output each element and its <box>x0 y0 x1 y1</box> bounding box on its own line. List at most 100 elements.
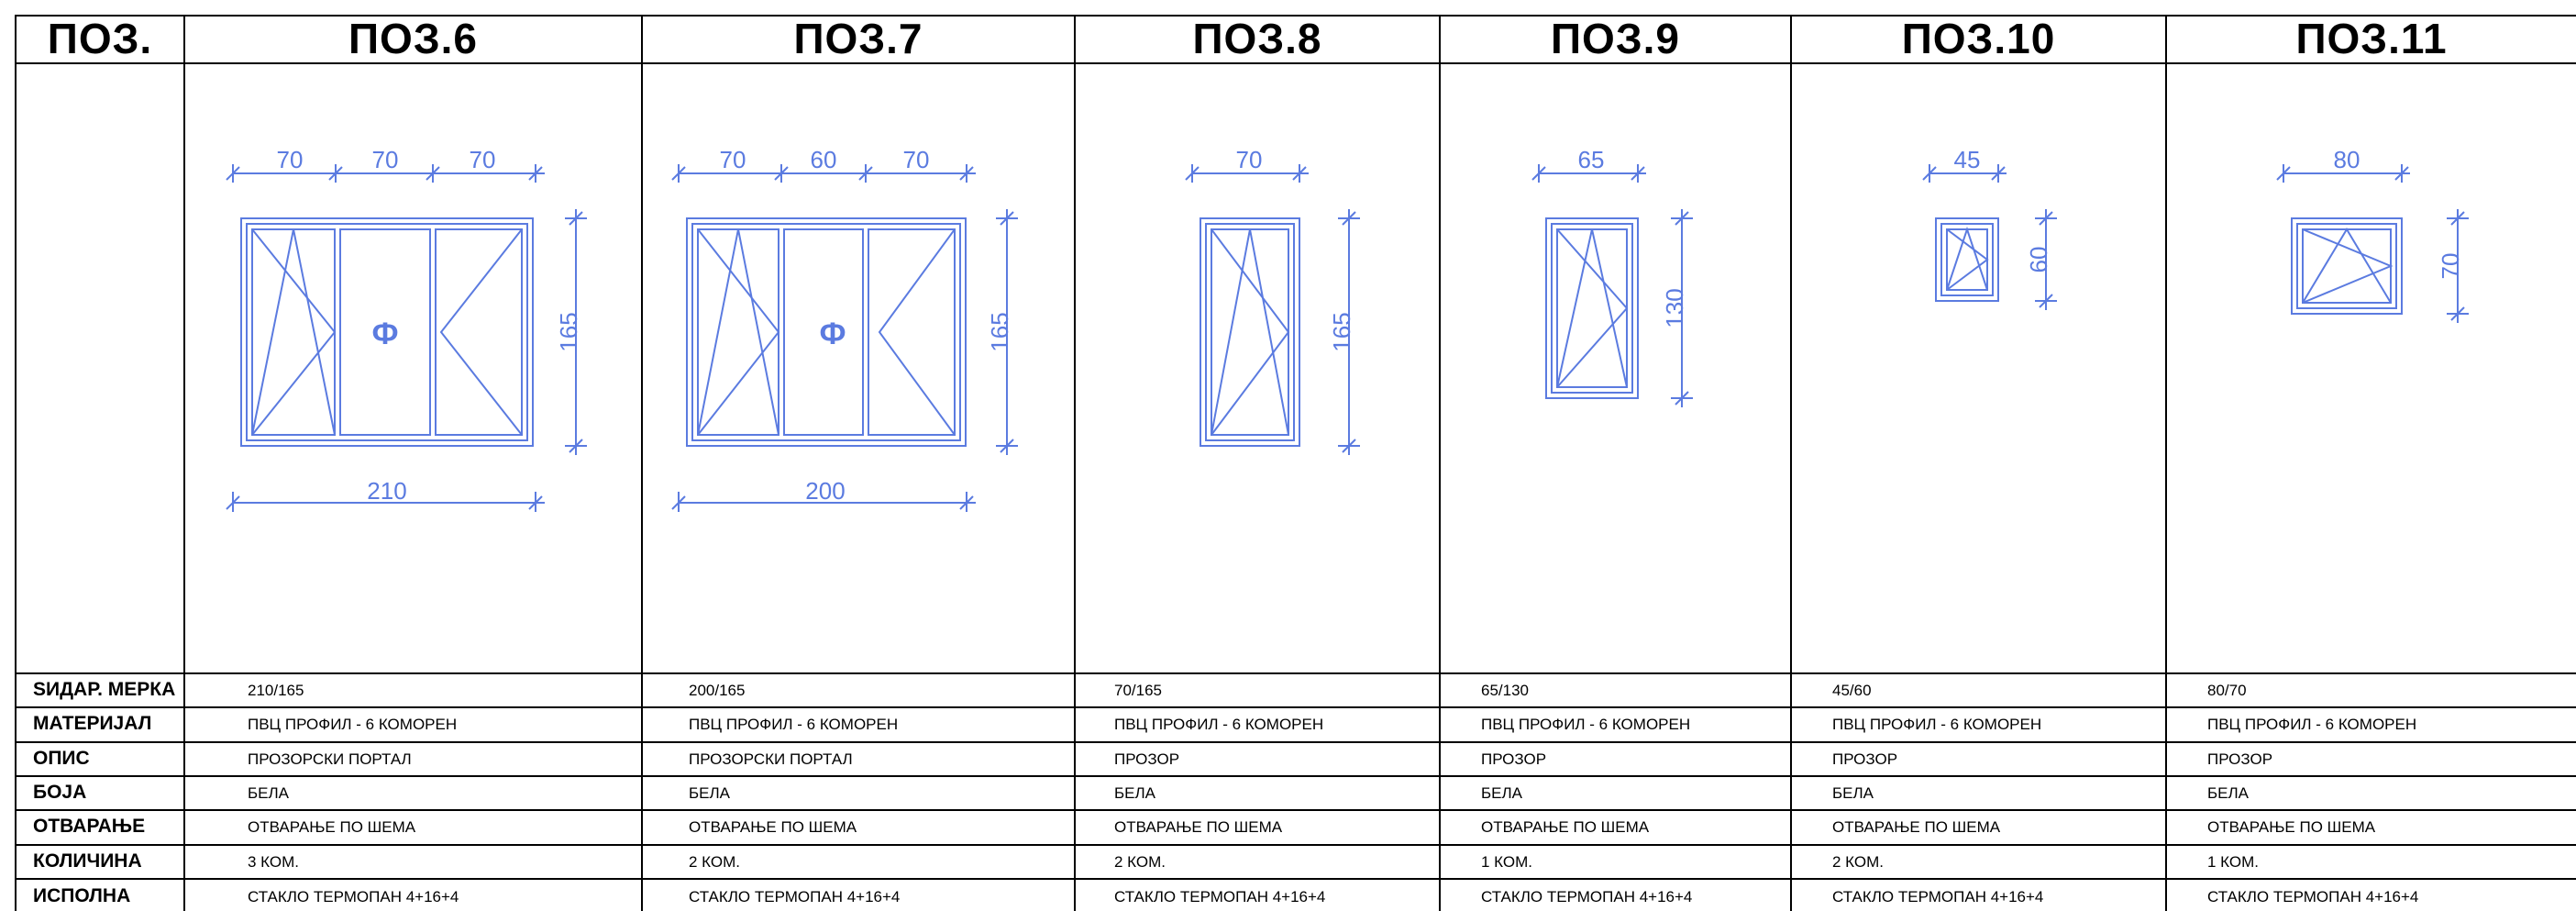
dimension-label: 60 <box>811 146 837 173</box>
column-divider <box>183 15 185 911</box>
cell-size: 65/130 <box>1481 682 1529 699</box>
cell-size: 210/165 <box>248 682 304 699</box>
cell-opening: ОТВАРАЊЕ ПО ШЕМА <box>1481 818 1650 836</box>
window-drawing-poz-7 <box>671 164 1018 512</box>
column-divider <box>1074 15 1076 911</box>
header-poz-8: ПОЗ.8 <box>1192 15 1322 62</box>
row-divider <box>15 844 2576 846</box>
column-divider <box>1790 15 1792 911</box>
header-poz: ПОЗ. <box>47 15 153 62</box>
cell-size: 200/165 <box>689 682 746 699</box>
header-poz-6: ПОЗ.6 <box>348 15 479 62</box>
cell-description: ПРОЗОРСКИ ПОРТАЛ <box>248 750 412 768</box>
cell-color: БЕЛА <box>1832 784 1874 802</box>
cell-quantity: 1 КОМ. <box>2207 853 2259 871</box>
dimension-label: 130 <box>1661 288 1688 328</box>
cell-size: 45/60 <box>1832 682 1872 699</box>
row-label-material: МАТЕРИЈАЛ <box>33 713 152 734</box>
window-drawing-poz-11 <box>2276 164 2469 323</box>
row-label-size: ЅИДАР. МЕРКА <box>33 679 176 700</box>
fixed-glazing-mark: Ф <box>371 317 398 351</box>
cell-opening: ОТВАРАЊЕ ПО ШЕМА <box>1114 818 1283 836</box>
dimension-label: 70 <box>1236 146 1263 173</box>
header-poz-11: ПОЗ.11 <box>2295 15 2448 62</box>
cell-opening: ОТВАРАЊЕ ПО ШЕМА <box>1832 818 2001 836</box>
dimension-label: 165 <box>1328 312 1355 351</box>
dimension-label: 65 <box>1578 146 1605 173</box>
header-poz-10: ПОЗ.10 <box>1901 15 2056 62</box>
cell-color: БЕЛА <box>1481 784 1522 802</box>
cell-material: ПВЦ ПРОФИЛ - 6 КОМОРЕН <box>1481 716 1691 733</box>
dimension-label: 70 <box>720 146 746 173</box>
dimension-label: 70 <box>903 146 930 173</box>
cell-color: БЕЛА <box>248 784 289 802</box>
cell-description: ПРОЗОР <box>1832 750 1898 768</box>
cell-opening: ОТВАРАЊЕ ПО ШЕМА <box>2207 818 2376 836</box>
cell-quantity: 1 КОМ. <box>1481 853 1532 871</box>
cell-size: 80/70 <box>2207 682 2247 699</box>
header-poz-7: ПОЗ.7 <box>793 15 923 62</box>
window-drawing-poz-9 <box>1531 164 1693 407</box>
row-divider <box>15 741 2576 743</box>
dimension-label: 70 <box>277 146 304 173</box>
column-divider <box>2165 15 2167 911</box>
dimension-label: 45 <box>1954 146 1981 173</box>
window-drawing-poz-8 <box>1185 164 1360 455</box>
cell-infill: СТАКЛО ТЕРМОПАН 4+16+4 <box>248 888 459 905</box>
cell-size: 70/165 <box>1114 682 1162 699</box>
cell-opening: ОТВАРАЊЕ ПО ШЕМА <box>689 818 857 836</box>
column-divider <box>1439 15 1441 911</box>
window-drawing-poz-10 <box>1922 164 2057 310</box>
header-bottom-border <box>15 62 2576 64</box>
row-divider <box>15 706 2576 708</box>
cell-material: ПВЦ ПРОФИЛ - 6 КОМОРЕН <box>2207 716 2417 733</box>
table-left-border <box>15 15 17 911</box>
row-divider <box>15 809 2576 811</box>
cell-infill: СТАКЛО ТЕРМОПАН 4+16+4 <box>1114 888 1326 905</box>
dimension-label: 70 <box>2437 253 2464 280</box>
dimension-label: 165 <box>986 312 1013 351</box>
window-drawing-poz-6 <box>226 164 587 512</box>
dimension-label: 60 <box>2025 247 2052 273</box>
dimension-label: 70 <box>372 146 399 173</box>
cell-color: БЕЛА <box>2207 784 2249 802</box>
cell-description: ПРОЗОР <box>2207 750 2273 768</box>
cell-color: БЕЛА <box>1114 784 1155 802</box>
row-label-description: ОПИС <box>33 748 90 769</box>
table-top-border <box>15 15 2576 17</box>
header-poz-9: ПОЗ.9 <box>1550 15 1681 62</box>
dimension-label: 80 <box>2334 146 2360 173</box>
dimension-label: 210 <box>367 477 406 505</box>
column-divider <box>641 15 643 911</box>
cell-infill: СТАКЛО ТЕРМОПАН 4+16+4 <box>689 888 901 905</box>
cell-quantity: 3 КОМ. <box>248 853 299 871</box>
cell-quantity: 2 КОМ. <box>689 853 740 871</box>
cell-color: БЕЛА <box>689 784 730 802</box>
cell-description: ПРОЗОР <box>1114 750 1180 768</box>
dimension-label: 200 <box>805 477 845 505</box>
cell-infill: СТАКЛО ТЕРМОПАН 4+16+4 <box>1481 888 1693 905</box>
row-label-infill: ИСПОЛНА <box>33 885 131 906</box>
row-divider <box>15 878 2576 880</box>
cell-quantity: 2 КОМ. <box>1832 853 1884 871</box>
row-divider <box>15 775 2576 777</box>
row-label-opening: ОТВАРАЊЕ <box>33 816 146 837</box>
drawing-area-bottom-border <box>15 672 2576 674</box>
cell-material: ПВЦ ПРОФИЛ - 6 КОМОРЕН <box>1832 716 2042 733</box>
cell-quantity: 2 КОМ. <box>1114 853 1166 871</box>
cell-infill: СТАКЛО ТЕРМОПАН 4+16+4 <box>2207 888 2419 905</box>
row-label-quantity: КОЛИЧИНА <box>33 850 142 872</box>
dimension-label: 70 <box>470 146 496 173</box>
cell-description: ПРОЗОР <box>1481 750 1547 768</box>
cell-material: ПВЦ ПРОФИЛ - 6 КОМОРЕН <box>689 716 899 733</box>
cell-description: ПРОЗОРСКИ ПОРТАЛ <box>689 750 853 768</box>
cell-material: ПВЦ ПРОФИЛ - 6 КОМОРЕН <box>1114 716 1324 733</box>
cell-opening: ОТВАРАЊЕ ПО ШЕМА <box>248 818 416 836</box>
fixed-glazing-mark: Ф <box>819 317 846 351</box>
cell-material: ПВЦ ПРОФИЛ - 6 КОМОРЕН <box>248 716 458 733</box>
cell-infill: СТАКЛО ТЕРМОПАН 4+16+4 <box>1832 888 2044 905</box>
row-label-color: БОЈА <box>33 782 87 803</box>
dimension-label: 165 <box>555 312 582 351</box>
